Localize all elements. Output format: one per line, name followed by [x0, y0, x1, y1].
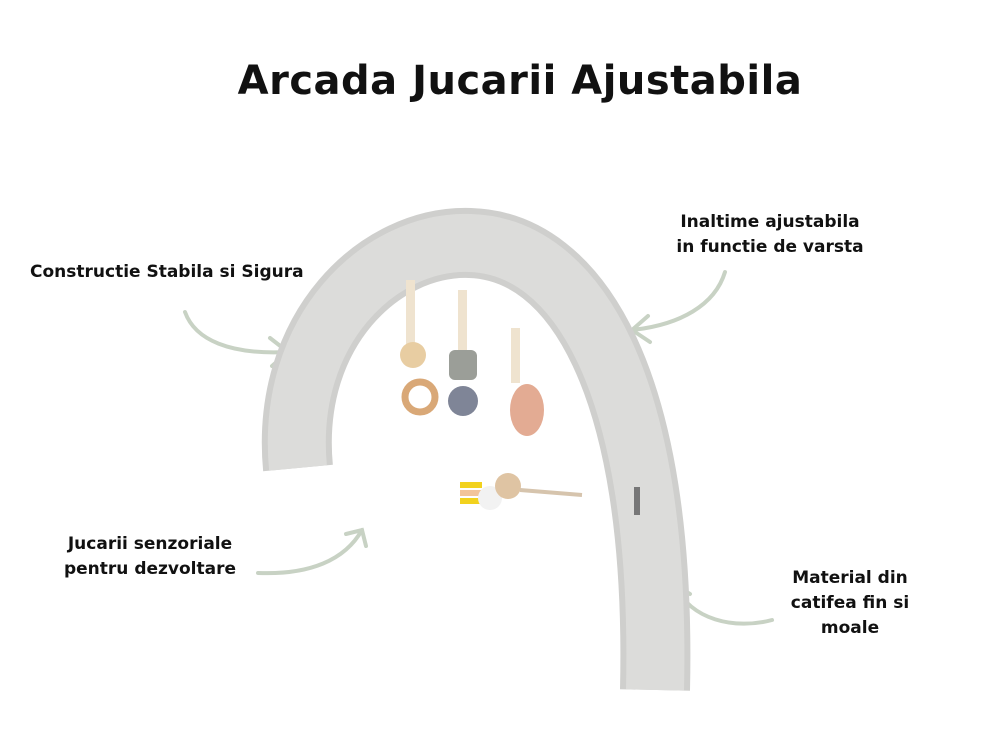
feature-label-material-line2: catifea fin si: [790, 593, 910, 613]
feature-label-material-line3: moale: [820, 618, 880, 638]
feature-label-height: Inaltime ajustabila in functie de varsta: [660, 210, 880, 260]
feature-label-toys-line2: pentru dezvoltare: [63, 559, 237, 579]
feature-label-material-line1: Material din: [792, 568, 908, 588]
feature-label-stable: Constructie Stabila si Sigura: [30, 262, 304, 282]
feature-label-toys: Jucarii senzoriale pentru dezvoltare: [40, 532, 260, 582]
feature-label-toys-line1: Jucarii senzoriale: [67, 534, 233, 554]
rattle-toy-icon: [460, 473, 583, 510]
feature-label-height-line1: Inaltime ajustabila: [680, 212, 860, 232]
feature-label-material: Material din catifea fin si moale: [770, 566, 930, 641]
hanging-toys-icon: [400, 280, 544, 436]
arrow-toys-icon: [256, 527, 368, 576]
arrow-stable-icon: [183, 310, 292, 368]
page-title: Arcada Jucarii Ajustabila: [237, 58, 803, 104]
feature-label-height-line2: in functie de varsta: [676, 237, 864, 257]
arrow-height-icon: [628, 270, 727, 344]
play-arch-icon: [261, 207, 691, 691]
